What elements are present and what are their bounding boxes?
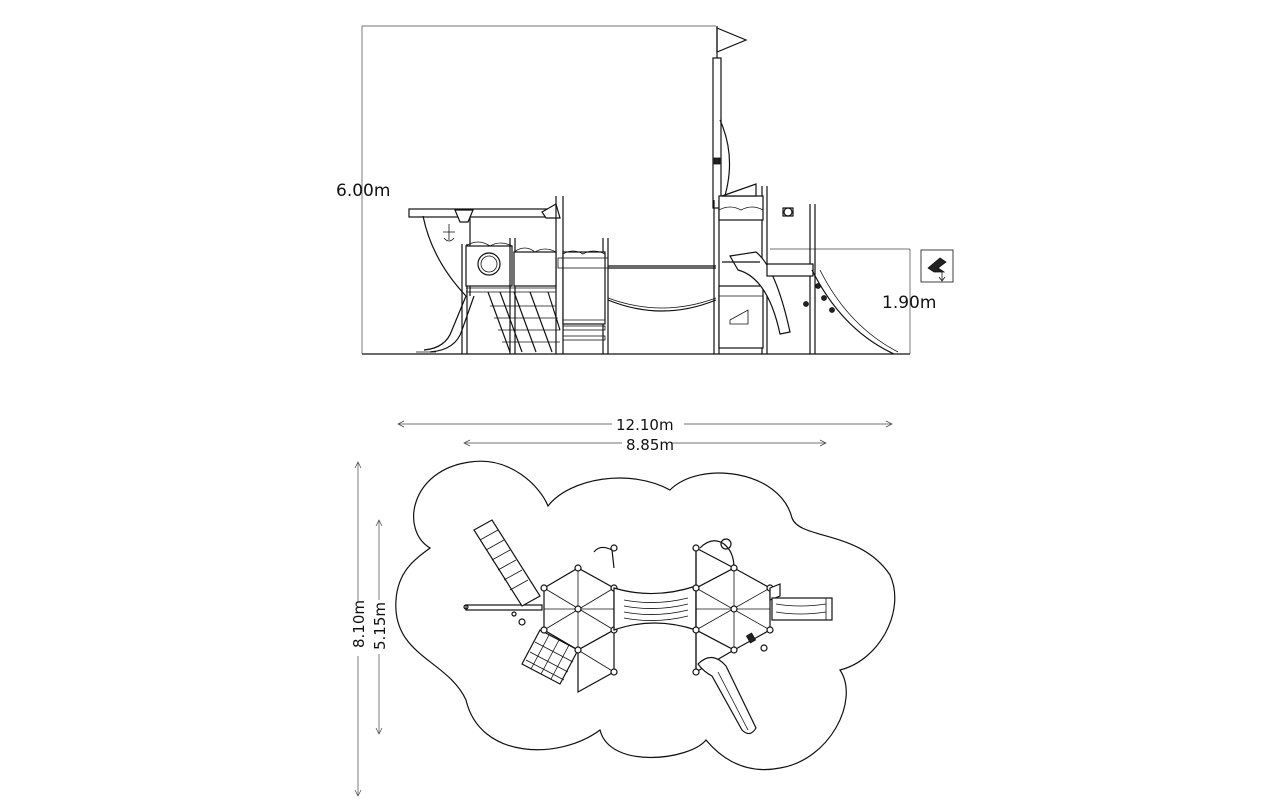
side-elevation: 6.00m 1.90m <box>336 25 954 355</box>
plan-upper-ladder <box>473 519 541 607</box>
mast <box>712 26 748 209</box>
right-tower <box>713 183 768 354</box>
climbing-net <box>487 291 561 353</box>
left-slide <box>416 295 475 353</box>
middle-tower <box>557 238 609 354</box>
structure-length-label: 8.85m <box>626 436 674 454</box>
plan-left-platforms <box>511 544 618 694</box>
plan-lower-slide <box>697 656 757 735</box>
plan-right-slide <box>769 583 833 621</box>
fall-height-icon <box>920 249 954 283</box>
plan-right-platforms <box>692 538 774 676</box>
plan-view: 12.10m 8.85m 8.10m 5.15m <box>350 416 896 797</box>
structure-width-label: 5.15m <box>371 602 389 650</box>
overall-width-label: 8.10m <box>350 600 368 648</box>
overall-length-label: 12.10m <box>616 416 674 434</box>
right-climbing-wall <box>766 204 899 355</box>
safety-area-outline <box>395 460 896 771</box>
platform-height-dimension: 1.90m <box>770 248 936 354</box>
width-dimensions: 8.10m 5.15m <box>350 461 389 797</box>
plan-lower-net <box>521 629 579 685</box>
left-tower <box>461 238 557 354</box>
right-slide <box>722 251 791 335</box>
rope-bridge <box>607 265 717 312</box>
plan-rope-bridge <box>613 585 697 631</box>
plan-boom <box>463 604 543 611</box>
platform-height-label: 1.90m <box>882 293 936 313</box>
length-dimensions: 12.10m 8.85m <box>397 416 893 454</box>
height-dimension: 6.00m <box>336 25 716 354</box>
total-height-label: 6.00m <box>336 181 390 201</box>
